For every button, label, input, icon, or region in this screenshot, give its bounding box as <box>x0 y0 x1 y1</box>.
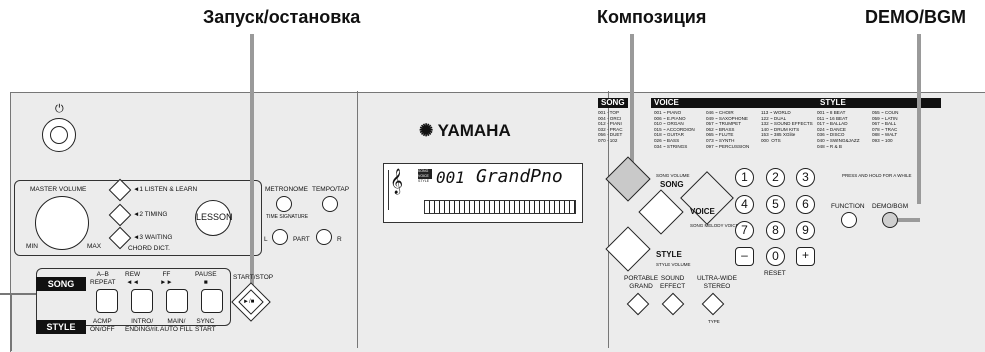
style-button-label-2: MAIN/ AUTO FILL <box>160 318 193 333</box>
style-button-label-3: SYNC START <box>195 318 216 333</box>
volume-lesson-box <box>14 180 262 256</box>
yamaha-emblem-icon: ✺ <box>419 121 434 140</box>
metronome-label: METRONOME <box>265 186 308 193</box>
left-bracket-top <box>0 293 36 295</box>
digit-9-button[interactable]: 9 <box>796 221 815 240</box>
voice-list-col2: 046 ~ CHOIR 049 ~ SAXOPHONE 057 ~ TRUMPE… <box>706 110 750 149</box>
song-style-button-1[interactable] <box>131 289 153 313</box>
lesson-button[interactable]: LESSON <box>195 200 233 236</box>
function-label: FUNCTION <box>831 203 865 210</box>
song-style-button-2[interactable] <box>166 289 188 313</box>
demo-bgm-label: DEMO/BGM <box>872 203 909 210</box>
part-r-button[interactable] <box>316 229 332 245</box>
song-style-button-0[interactable] <box>96 289 118 313</box>
sound-effect-label: SOUND EFFECT <box>660 275 686 290</box>
type-label: TYPE <box>708 319 720 324</box>
part-label: PART <box>293 236 310 243</box>
style-label: STYLE <box>656 250 682 259</box>
tempo-tap-button[interactable] <box>322 196 338 212</box>
part-l-button[interactable] <box>272 229 288 245</box>
timing-label: ◄2 TIMING <box>133 211 168 218</box>
voice-list-col3: 113 ~ WORLD 122 ~ DUAL 132 ~ SOUND EFFEC… <box>761 110 813 143</box>
song-style-button-3[interactable] <box>201 289 223 313</box>
song-button-label-3: PAUSE ■ <box>195 271 217 286</box>
start-stop-leader-line <box>250 34 254 286</box>
composition-callout: Композиция <box>597 7 707 27</box>
play-stop-icon: ►/■ <box>243 299 255 305</box>
song-list: 001 - TOP 004 - ORCI 012 - PIANI 032 - P… <box>598 110 623 143</box>
chord-dict-label: CHORD DICT. <box>128 245 170 252</box>
demo-bgm-leader-hook <box>898 218 920 222</box>
brand-label: YAMAHA <box>437 121 511 140</box>
lcd-voice-name: GrandPno <box>476 166 563 187</box>
portable-grand-label: PORTABLE GRAND <box>624 275 659 290</box>
minus-button[interactable]: – <box>735 247 754 266</box>
lcd-tag-style: STYLE <box>418 179 430 183</box>
song-button-label-0: A–B REPEAT <box>90 271 116 286</box>
song-label: SONG <box>660 180 684 189</box>
lcd-tags: SONG VOICE STYLE <box>418 169 432 184</box>
plus-button[interactable]: + <box>796 247 815 266</box>
song-button-label-2: FF ►► <box>160 271 173 286</box>
style-tag: STYLE <box>36 320 86 334</box>
lcd-screen: 𝄞 SONG VOICE STYLE 001 GrandPno <box>383 163 583 223</box>
digit-6-button[interactable]: 6 <box>796 195 815 214</box>
digit-5-button[interactable]: 5 <box>766 195 785 214</box>
master-volume-label: MASTER VOLUME <box>30 186 87 193</box>
digit-0-button[interactable]: 0 <box>766 247 785 266</box>
reset-label: RESET <box>764 270 786 277</box>
demo-bgm-callout: DEMO/BGM <box>865 7 966 27</box>
composition-leader-line <box>630 34 634 174</box>
yamaha-logo: ✺ YAMAHA <box>419 121 511 141</box>
listen-learn-label: ◄1 LISTEN & LEARN <box>133 186 198 193</box>
song-volume-label: SONG VOLUME <box>656 173 690 178</box>
style-list-col1: 001 ~ 8 BEAT 011 ~ 16 BEAT 017 ~ BALLAD … <box>817 110 860 149</box>
style-button-label-1: INTRO/ ENDING/rit. <box>125 318 160 333</box>
song-style-box <box>36 268 231 326</box>
r-label: R <box>337 236 342 243</box>
max-label: MAX <box>87 243 102 250</box>
lcd-tag-voice: VOICE <box>418 174 432 179</box>
min-label: MIN <box>26 243 38 250</box>
digit-2-button[interactable]: 2 <box>766 168 785 187</box>
start-stop-callout: Запуск/остановка <box>203 7 361 27</box>
tempo-tap-label: TEMPO/TAP <box>312 186 350 193</box>
waiting-label: ◄3 WAITING <box>133 234 173 241</box>
digit-8-button[interactable]: 8 <box>766 221 785 240</box>
demo-bgm-button[interactable] <box>882 212 898 228</box>
demo-bgm-leader-line <box>917 34 921 204</box>
voice-list-col1: 001 ~ PIANO 006 ~ E.PIANO 010 ~ ORGAN 01… <box>654 110 695 149</box>
digit-4-button[interactable]: 4 <box>735 195 754 214</box>
lcd-number: 001 <box>436 168 465 187</box>
digit-3-button[interactable]: 3 <box>796 168 815 187</box>
center-section <box>357 91 609 348</box>
power-icon: ⏻ <box>55 103 64 115</box>
song-melody-voice-label: SONG MELODY VOICE <box>690 223 739 228</box>
ultra-wide-label: ULTRA-WIDE STEREO <box>697 275 737 290</box>
power-button-inner <box>50 126 68 144</box>
left-bracket-line <box>10 293 12 351</box>
function-button[interactable] <box>841 212 857 228</box>
metronome-button[interactable] <box>276 196 292 212</box>
digit-1-button[interactable]: 1 <box>735 168 754 187</box>
song-button-label-1: REW ◄◄ <box>125 271 141 286</box>
start-stop-label: START/STOP <box>233 274 274 281</box>
master-volume-knob[interactable] <box>35 196 89 250</box>
lcd-staff <box>388 170 417 210</box>
song-list-header: SONG <box>598 98 628 108</box>
style-button-label-0: ACMP ON/OFF <box>90 318 115 333</box>
l-label: L <box>264 236 268 243</box>
treble-clef-icon: 𝄞 <box>390 168 404 193</box>
digit-7-button[interactable]: 7 <box>735 221 754 240</box>
voice-list-header: VOICE <box>651 98 817 108</box>
lcd-keyboard <box>424 200 576 214</box>
style-volume-label: STYLE VOLUME <box>656 262 691 267</box>
press-hold-label: PRESS AND HOLD FOR A WHILE <box>842 173 912 178</box>
time-signature-label: TIME SIGNATURE <box>266 214 309 220</box>
style-list-col2: 055 ~ COUN 059 ~ LATIN 067 ~ BALL 078 ~ … <box>872 110 899 143</box>
style-list-header: STYLE <box>817 98 941 108</box>
lcd-tag-song: SONG <box>418 169 432 174</box>
song-tag: SONG <box>36 277 86 291</box>
voice-label: VOICE <box>690 207 715 216</box>
